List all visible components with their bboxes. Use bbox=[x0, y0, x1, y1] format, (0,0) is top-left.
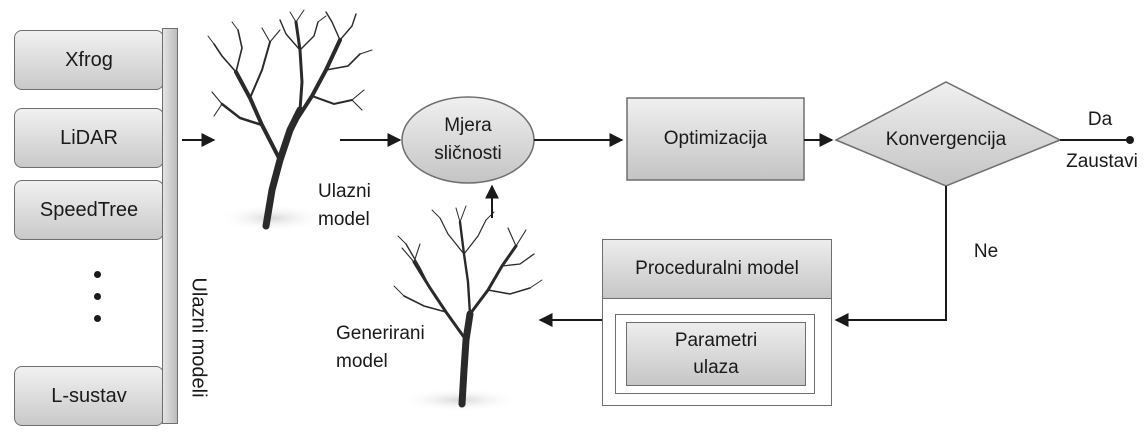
no-label: Ne bbox=[973, 241, 999, 262]
ellipsis-dot bbox=[94, 293, 101, 300]
optimization-label: Optimizacija bbox=[663, 128, 768, 149]
source-label: LiDAR bbox=[60, 126, 118, 149]
ellipsis-dot bbox=[94, 315, 101, 322]
source-box-speedtree: SpeedTree bbox=[14, 180, 164, 240]
generated-tree-icon bbox=[393, 205, 543, 412]
source-box-lsystem: L-sustav bbox=[14, 366, 164, 426]
optimization-node bbox=[626, 97, 805, 181]
convergence-label: Konvergencija bbox=[885, 129, 1007, 150]
arrow-no-to-procedural bbox=[834, 186, 947, 327]
yes-label: Da bbox=[1087, 109, 1113, 130]
sources-bracket bbox=[162, 28, 178, 424]
source-box-lidar: LiDAR bbox=[14, 108, 164, 168]
ellipsis-dot bbox=[94, 271, 101, 278]
stop-label: Zaustavi bbox=[1066, 151, 1138, 172]
stop-terminal bbox=[1126, 136, 1134, 144]
source-box-xfrog: Xfrog bbox=[14, 30, 164, 90]
source-label: Xfrog bbox=[65, 48, 113, 71]
procedural-model-header: Proceduralni model bbox=[602, 239, 832, 299]
source-label: SpeedTree bbox=[39, 198, 139, 221]
input-tree-icon bbox=[207, 9, 373, 232]
source-label: L-sustav bbox=[51, 384, 127, 407]
